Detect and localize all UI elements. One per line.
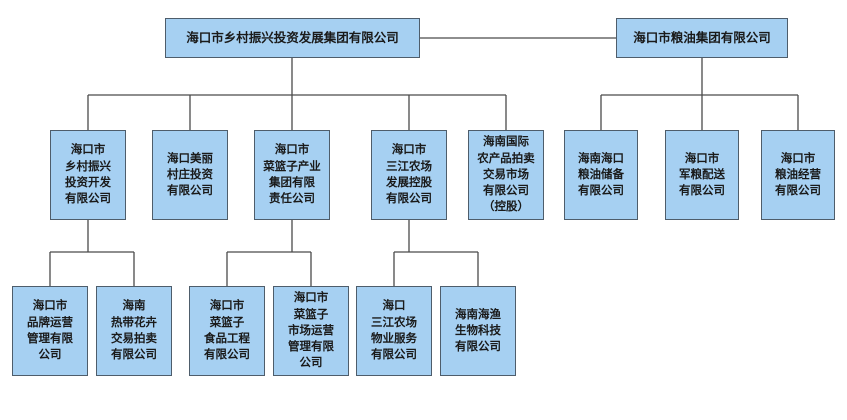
connector-left-group-tier1 [87,58,507,130]
node-tropical-flower-auction: 海南 热带花卉 交易拍卖 有限公司 [96,286,172,376]
node-cailanzi-food-engineering: 海口市 菜篮子 食品工程 有限公司 [189,286,265,376]
node-brand-operation-mgmt: 海口市 品牌运营 管理有限 公司 [12,286,88,376]
node-haiyu-biotech: 海南海渔 生物科技 有限公司 [440,286,516,376]
node-cailanzi-industry-group: 海口市 菜篮子产业 集团有限 责任公司 [254,130,330,220]
node-sanjiang-farm-holding: 海口市 三江农场 发展控股 有限公司 [371,130,447,220]
connector-right-group-tier1 [600,58,799,130]
node-grain-oil-group: 海口市粮油集团有限公司 [616,18,788,58]
node-sanjiang-property-service: 海口 三江农场 物业服务 有限公司 [356,286,432,376]
node-beautiful-village-investment: 海口美丽 村庄投资 有限公司 [152,130,228,220]
node-grain-oil-trading: 海口市 粮油经营 有限公司 [761,130,835,220]
connector-cailanzi-subtree [226,220,312,286]
node-military-grain-delivery: 海口市 军粮配送 有限公司 [665,130,739,220]
node-rural-revitalization-group: 海口市乡村振兴投资发展集团有限公司 [165,18,420,58]
node-grain-oil-reserve: 海南海口 粮油储备 有限公司 [564,130,638,220]
node-rural-revitalization-investment: 海口市 乡村振兴 投资开发 有限公司 [50,130,126,220]
node-intl-agri-auction-market: 海南国际 农产品拍卖 交易市场 有限公司 （控股） [468,130,544,220]
node-cailanzi-market-operation: 海口市 菜篮子 市场运营 管理有限 公司 [273,286,349,376]
connector-sanjiang-subtree [393,220,479,286]
connector-rural-investment-subtree [49,220,135,286]
